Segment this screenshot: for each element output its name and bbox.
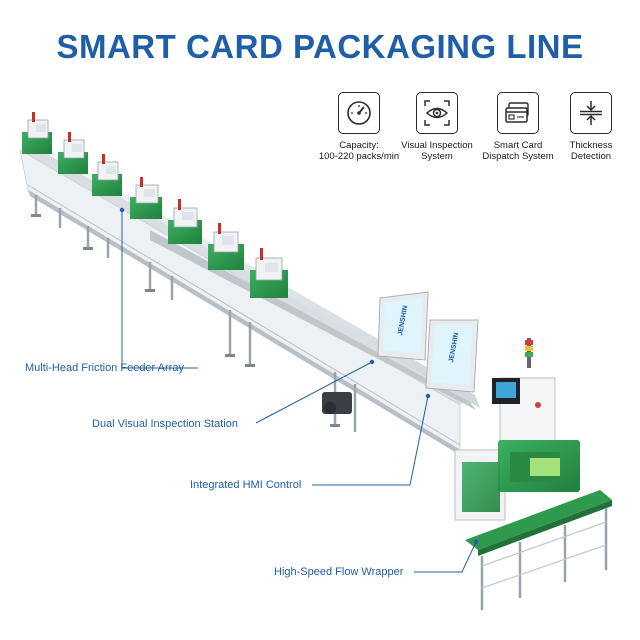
feeder-unit <box>168 199 202 244</box>
feature-card-dispatch: Smart Card Dispatch System <box>473 92 563 162</box>
eye-scan-icon <box>416 92 458 134</box>
leader-dot <box>369 359 375 365</box>
frame-legs <box>34 195 357 432</box>
thickness-icon <box>570 92 612 134</box>
drive-motor <box>322 392 352 414</box>
leader-dot <box>119 207 125 213</box>
feature-capacity-label: Capacity: 100-220 packs/min <box>318 140 400 162</box>
feature-thickness: Thickness Detection <box>546 92 636 162</box>
flow-wrapper <box>454 338 580 521</box>
feature-card-dispatch-label: Smart Card Dispatch System <box>482 140 554 162</box>
feature-visual-inspection-label: Visual Inspection System <box>401 140 473 162</box>
feature-capacity: Capacity: 100-220 packs/min <box>314 92 404 162</box>
outfeed-conveyor <box>465 490 612 610</box>
callout-hmi-control: Integrated HMI Control <box>190 479 302 491</box>
leader-dot <box>425 393 431 399</box>
feeder-unit <box>130 177 162 219</box>
card-icon <box>497 92 539 134</box>
feeder-unit <box>250 248 288 298</box>
callout-flow-wrapper: High-Speed Flow Wrapper <box>274 566 404 578</box>
leg-feet <box>31 214 340 427</box>
feeder-unit <box>92 154 122 196</box>
feature-thickness-label: Thickness Detection <box>569 140 613 162</box>
leader-dot <box>473 539 479 545</box>
page-title: SMART CARD PACKAGING LINE <box>56 28 584 65</box>
feature-visual-inspection: Visual Inspection System <box>392 92 482 162</box>
callout-inspection-station: Dual Visual Inspection Station <box>92 418 238 430</box>
inspection-station: JENSHIN JENSHIN <box>377 291 479 393</box>
gauge-icon <box>338 92 380 134</box>
feeder-unit <box>208 223 244 270</box>
feeder-array <box>22 112 288 298</box>
feeder-unit <box>22 112 52 154</box>
feeder-unit <box>58 132 88 174</box>
callout-leaders <box>121 210 477 573</box>
callout-feeder-array: Multi-Head Friction Feeder Array <box>25 362 184 374</box>
